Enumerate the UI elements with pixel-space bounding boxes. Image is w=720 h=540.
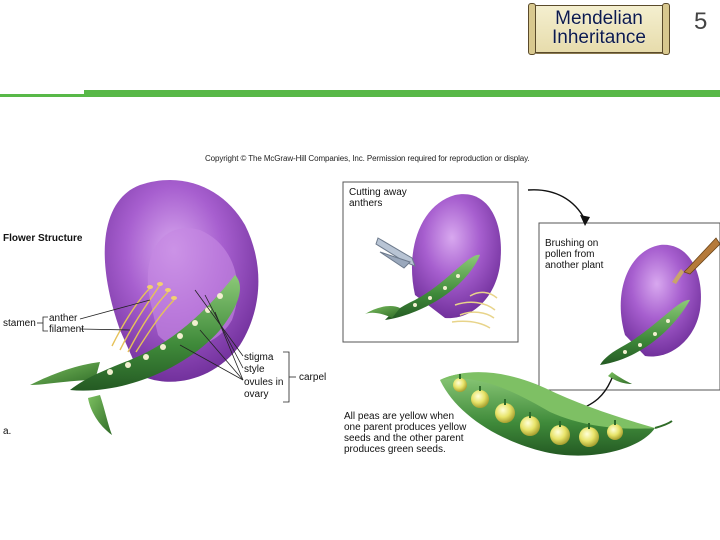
result-caption: All peas are yellow when one parent prod… [344, 411, 466, 455]
step2-caption: Brushing on pollen from another plant [545, 238, 603, 271]
carpel-label: carpel [299, 372, 326, 383]
ovules-label: ovules in [244, 377, 283, 388]
stamen-label: stamen [3, 318, 36, 329]
flower-structure-title: Flower Structure [3, 233, 82, 244]
stigma-label: stigma [244, 352, 273, 363]
panel-label-a: a. [3, 426, 11, 437]
filament-label: filament [49, 324, 84, 335]
anther-label: anther [49, 313, 77, 324]
step2-line-1: Brushing on [545, 238, 603, 249]
step2-line-2: pollen from [545, 249, 603, 260]
step1-caption: Cutting away anthers [349, 187, 407, 209]
ovary-label: ovary [244, 389, 268, 400]
result-line-1: All peas are yellow when [344, 411, 466, 422]
result-line-4: produces green seeds. [344, 444, 466, 455]
style-label: style [244, 364, 265, 375]
step1-line-2: anthers [349, 198, 407, 209]
step2-line-3: another plant [545, 260, 603, 271]
result-line-3: seeds and the other parent [344, 433, 466, 444]
result-line-2: one parent produces yellow [344, 422, 466, 433]
step1-line-1: Cutting away [349, 187, 407, 198]
